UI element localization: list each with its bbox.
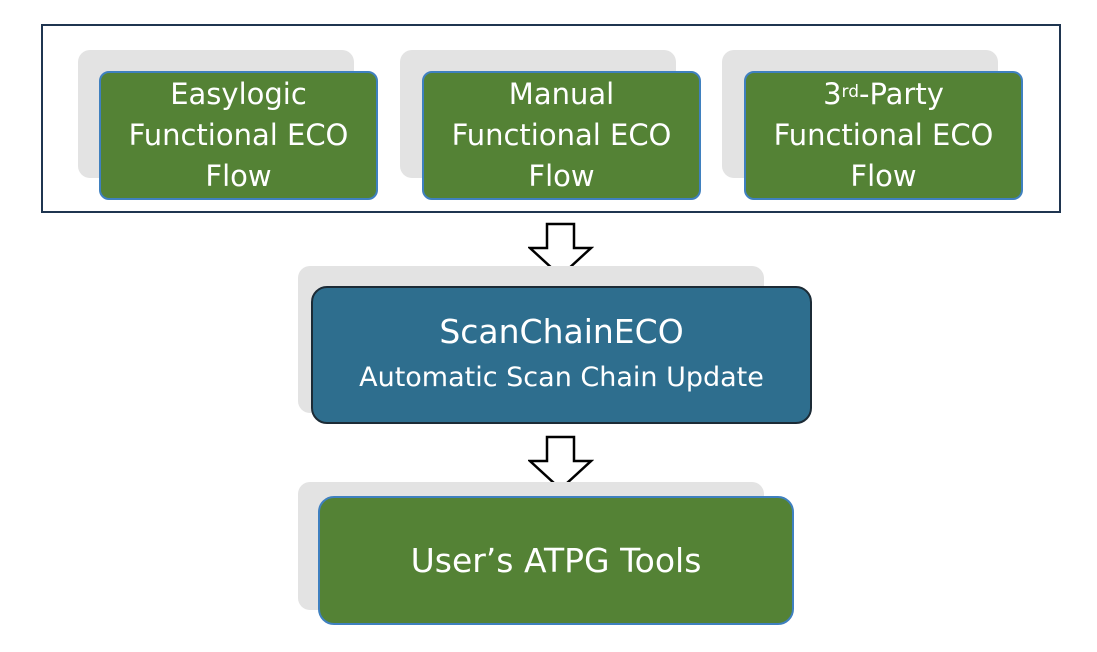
easylogic-flow-box: Easylogic Functional ECO Flow xyxy=(99,71,378,200)
box-line: Manual xyxy=(508,77,615,111)
atpg-tools-title: User’s ATPG Tools xyxy=(410,540,702,580)
box-line: Functional ECO xyxy=(451,118,672,152)
scanchaineco-subtitle: Automatic Scan Chain Update xyxy=(359,362,764,393)
box-line: Flow xyxy=(850,159,917,193)
box-line-part: -Party xyxy=(859,77,944,111)
box-line: Functional ECO xyxy=(773,118,994,152)
superscript: rd xyxy=(841,82,860,102)
box-line: Easylogic xyxy=(170,77,307,111)
scanchaineco-title: ScanChainECO xyxy=(439,312,684,351)
box-line: Flow xyxy=(528,159,595,193)
manual-flow-box: Manual Functional ECO Flow xyxy=(422,71,701,200)
box-line-part: 3 xyxy=(823,77,842,111)
down-arrow-icon xyxy=(528,435,594,491)
box-line: Functional ECO xyxy=(128,118,349,152)
third-party-flow-box: 3rd-Party Functional ECO Flow xyxy=(744,71,1023,200)
box-line: 3rd-Party xyxy=(823,74,944,115)
box-line: Flow xyxy=(205,159,272,193)
scanchaineco-box: ScanChainECO Automatic Scan Chain Update xyxy=(311,286,812,424)
atpg-tools-box: User’s ATPG Tools xyxy=(318,496,794,625)
down-arrow-icon xyxy=(528,222,594,278)
